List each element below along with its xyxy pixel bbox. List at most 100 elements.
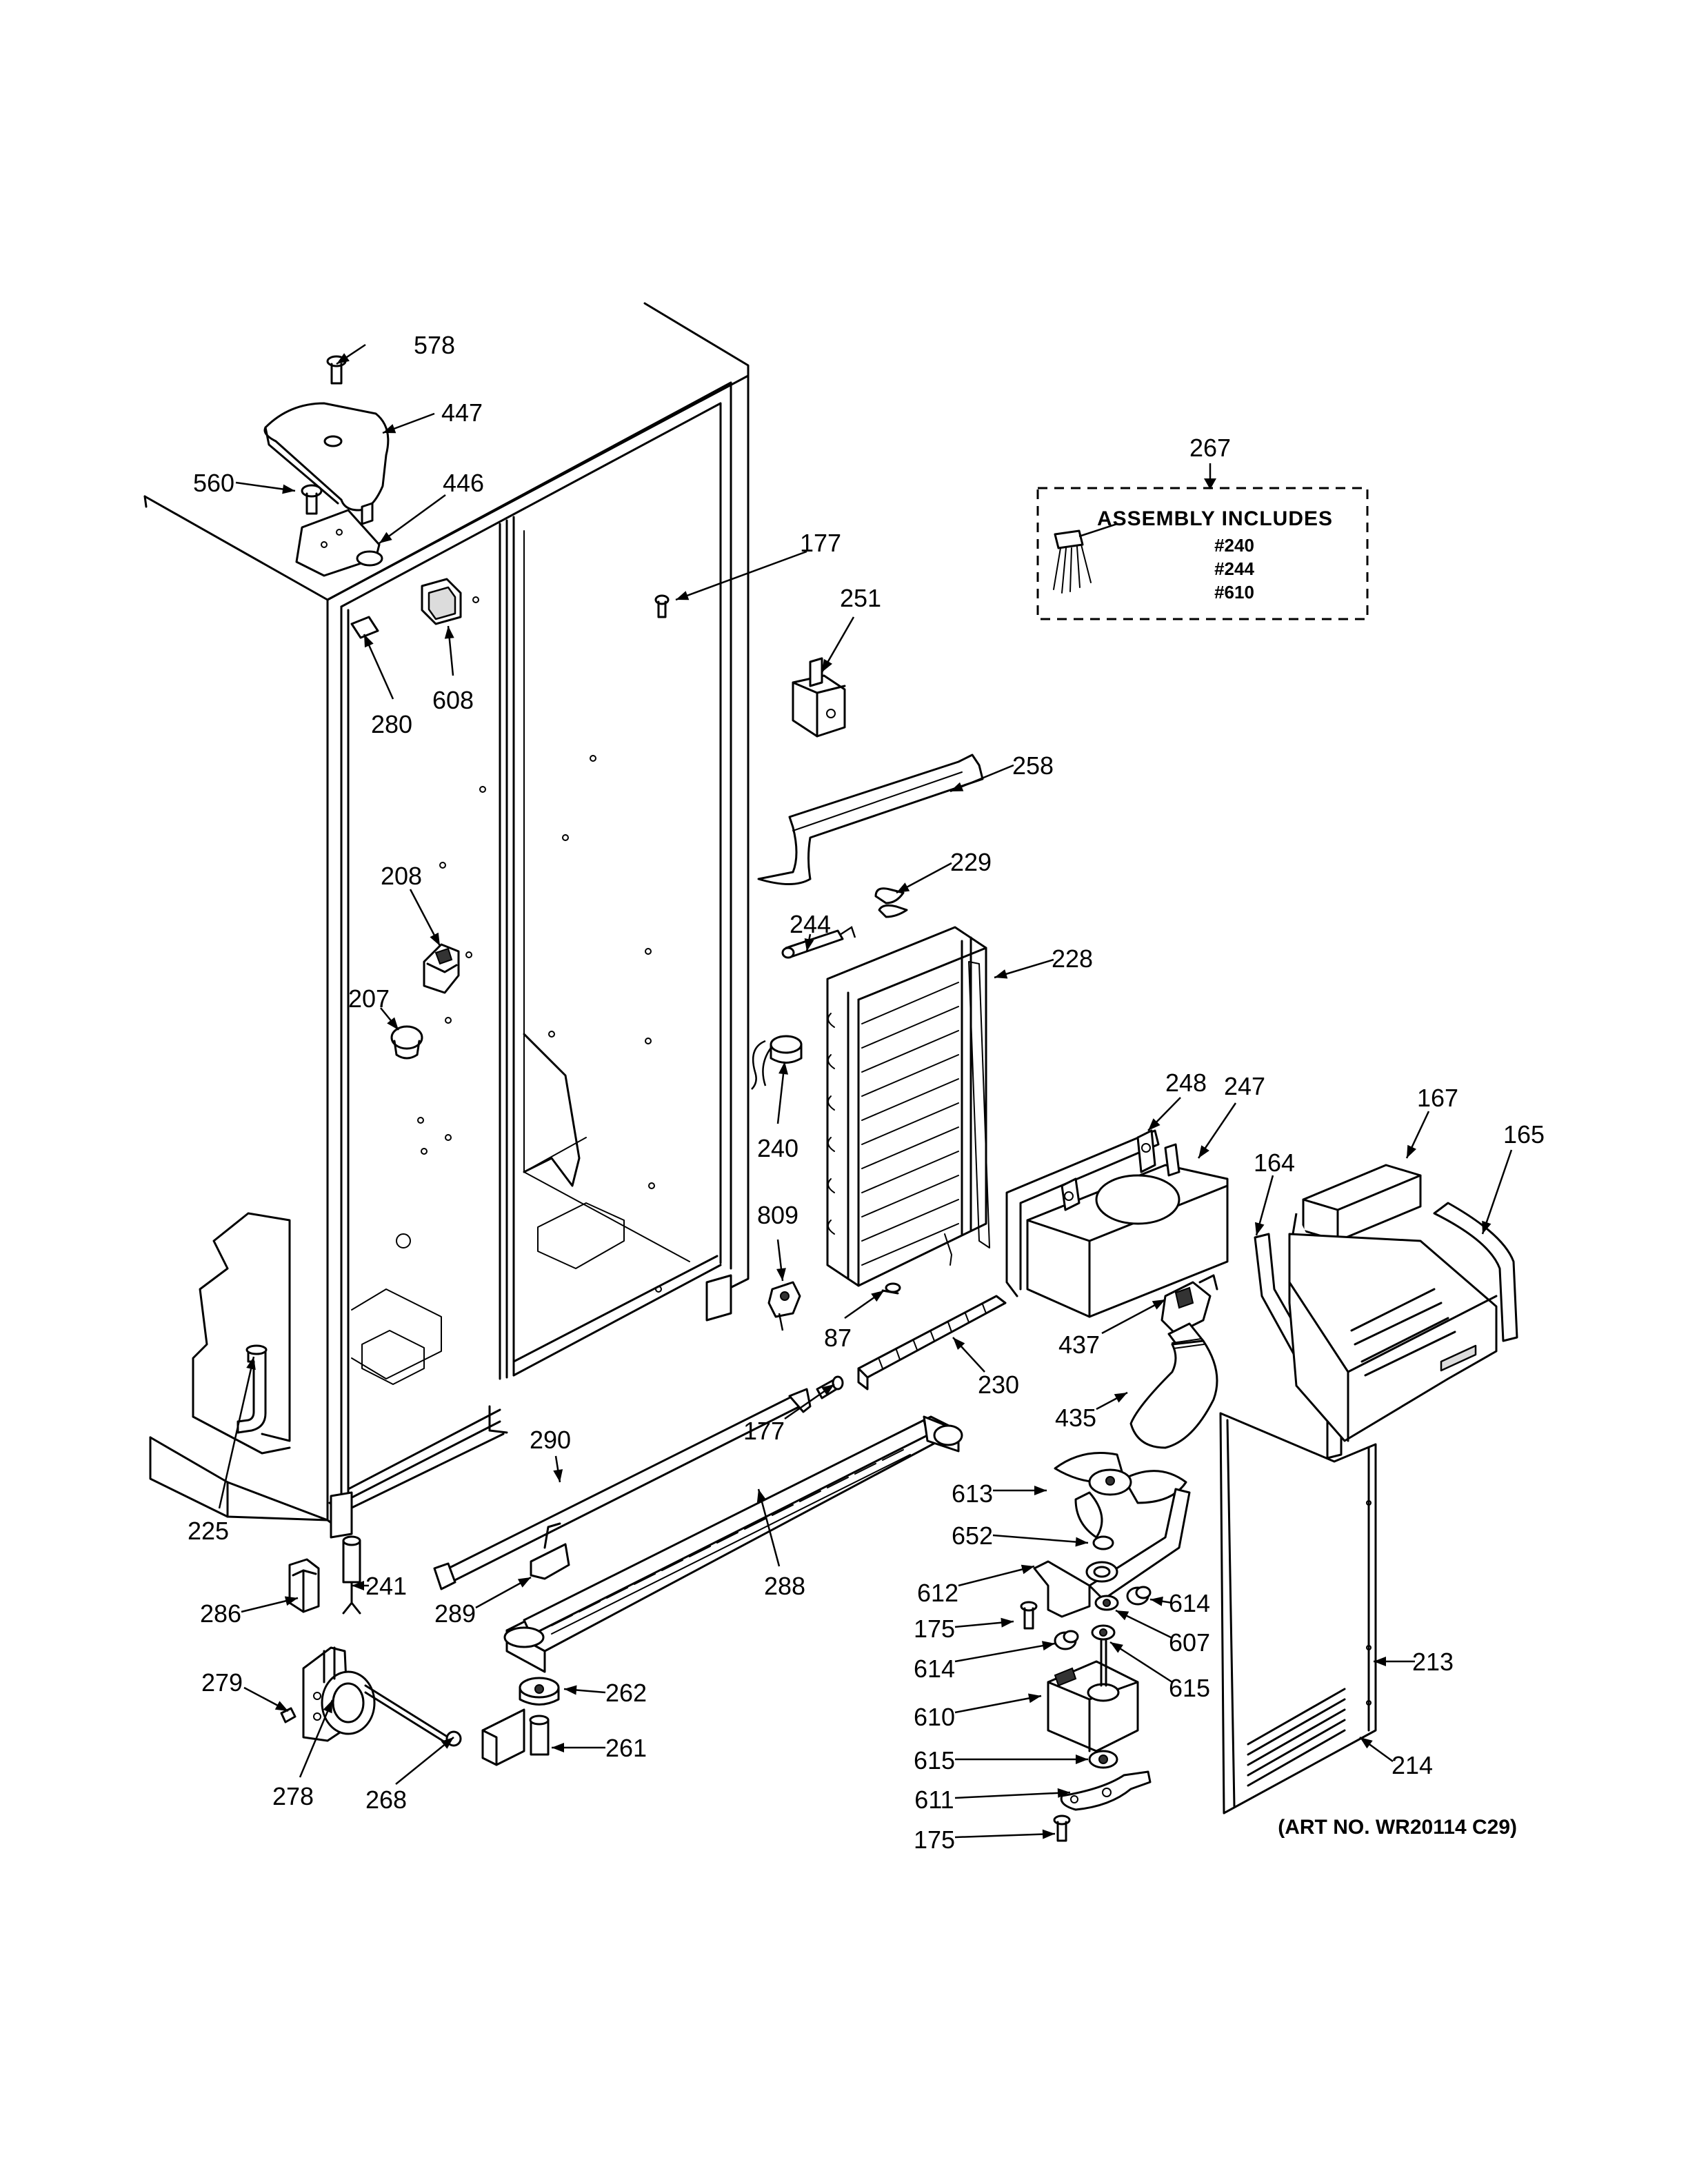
part-447-hinge-cover [263,402,390,512]
part-number-label: 809 [757,1201,798,1229]
part-number-label: 613 [952,1479,993,1508]
callout-c435: 435 [1055,1391,1128,1432]
part-number-label: 607 [1169,1628,1210,1657]
leader-arrowhead [1374,1657,1386,1666]
part-262 [519,1677,560,1706]
leader-arrowhead [1255,1222,1265,1235]
part-number-label: 177 [800,529,841,557]
part-258-cover [757,754,984,885]
part-286 [288,1558,320,1613]
part-number-label: 87 [824,1324,852,1352]
lower-left-parts [280,1388,963,1766]
leader-arrowhead [676,591,690,600]
part-number-label: 447 [441,398,483,427]
callout-c615a: 615 [1109,1641,1210,1702]
part-615-a [1091,1624,1116,1641]
leader-arrowhead [387,1017,399,1030]
part-248 [1005,1129,1160,1297]
callout-c262: 262 [563,1679,647,1707]
part-number-label: 247 [1224,1072,1265,1100]
leader-arrowhead [352,1581,364,1590]
wire-harness-icon [1053,523,1118,594]
part-612-bracket [1033,1488,1191,1618]
callout-c258: 258 [950,751,1054,793]
leader-arrowhead [1034,1486,1047,1495]
leader-arrowhead [1028,1693,1041,1703]
part-number-label: 164 [1254,1149,1295,1177]
part-number-label: 286 [200,1599,241,1628]
leader-arrowhead [379,532,392,543]
part-230-bracket [857,1295,1007,1391]
leader-arrowhead [1001,1617,1014,1628]
leader-arrowhead [756,1489,767,1503]
part-number-label: 610 [914,1703,955,1731]
leader-arrowhead [1114,1393,1127,1403]
callout-c286: 286 [200,1596,299,1628]
part-435-bulb [1129,1322,1218,1449]
leader-arrowhead [1148,1118,1160,1131]
cabinet-holes [396,596,662,1293]
part-number-label: 614 [914,1655,955,1683]
part-number-label: 437 [1058,1331,1100,1359]
callout-c228: 228 [994,944,1093,979]
callout-c288: 288 [756,1488,805,1600]
callout-c447: 447 [382,398,483,434]
callout-c251: 251 [821,584,881,673]
part-number-label: 288 [764,1572,805,1600]
callout-c164: 164 [1254,1149,1295,1236]
part-number-label: 240 [757,1134,798,1162]
part-number-label: 615 [914,1746,955,1775]
leader-arrowhead [822,658,832,672]
part-number-label: 175 [914,1826,955,1854]
leader-arrowhead [1057,1788,1070,1798]
callout-c213: 213 [1374,1648,1454,1676]
part-610-motor [1047,1639,1139,1752]
part-number-label: 614 [1169,1589,1210,1617]
part-number-label: 214 [1391,1751,1433,1779]
part-241 [342,1535,361,1615]
part-207 [390,1025,423,1060]
part-244-rod [781,926,856,959]
part-number-label: 446 [443,469,484,497]
leader-arrowhead [1076,1755,1088,1764]
part-167 [1288,1164,1498,1442]
leader-arrowhead [804,938,814,951]
leader-arrowhead [282,484,295,494]
evaporator-parts [654,594,1007,1399]
leader-arrowhead [1110,1642,1123,1653]
leader-arrowhead [323,1700,332,1714]
leader-arrowhead [274,1701,288,1711]
part-809-sensor [767,1281,801,1331]
part-229-clip [874,887,908,918]
leader-arrowhead [778,1062,788,1075]
callout-c280: 280 [363,634,412,738]
right-panel-parts [1219,1164,1518,1814]
leader-line [675,550,807,601]
part-number-label: 258 [1012,751,1054,780]
part-number-label: 244 [790,910,831,938]
part-number-label: 289 [434,1599,476,1628]
leader-arrowhead [950,782,964,791]
leader-arrowhead [776,1268,786,1281]
callout-c279: 279 [201,1668,289,1712]
leader-arrowhead [564,1685,577,1695]
leader-line [299,1699,334,1778]
part-number-label: 262 [605,1679,647,1707]
part-225-tube [237,1344,268,1434]
leader-arrowhead [284,1596,298,1606]
part-611 [1060,1770,1152,1811]
callout-c809: 809 [757,1201,798,1282]
callout-c261: 261 [552,1734,647,1762]
callout-c278: 278 [272,1699,334,1810]
assembly-item-2: #244 [1214,558,1254,579]
cabinet-case [143,302,750,1539]
callout-c614b: 614 [914,1641,1056,1683]
callout-c608: 608 [432,625,474,714]
part-number-label: 612 [917,1579,958,1607]
leader-line [954,1791,1071,1799]
leader-arrowhead [1150,1596,1163,1606]
part-278-hinge [302,1646,450,1746]
left-parts [237,943,460,1434]
part-228-evaporator [826,926,990,1287]
